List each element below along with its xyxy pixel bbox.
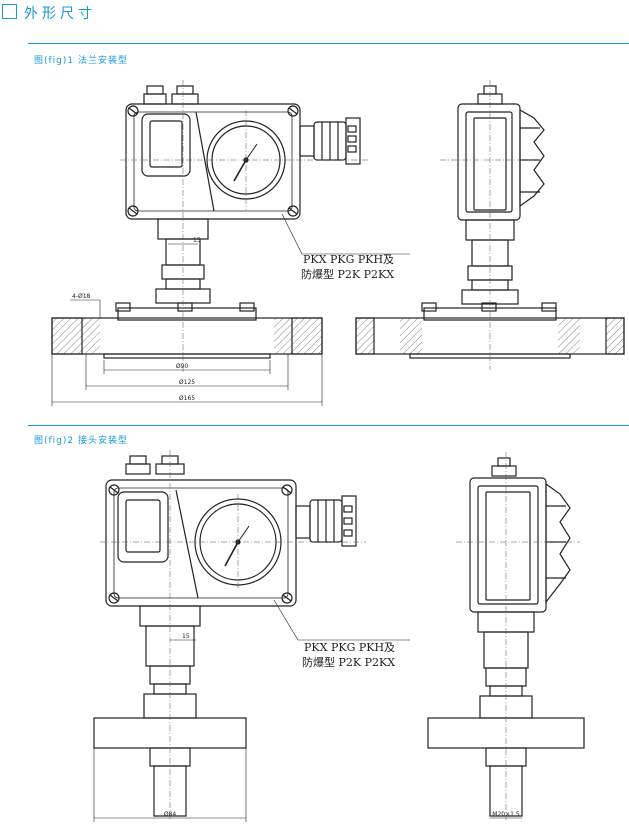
cable-connector-icon: [299, 117, 361, 165]
fig1-model-line1: PKX PKG PKH及: [303, 253, 394, 266]
dim-d3: Ø165: [179, 395, 195, 402]
fig2-caption: 图(fig)2 接头安装型: [34, 436, 128, 446]
section-marker-icon: [2, 4, 17, 19]
section-title: 外形尺寸: [24, 6, 96, 22]
dim2-hex: 15: [182, 633, 190, 640]
housing-outline: [125, 103, 301, 220]
dim-bolt: 4-Ø18: [72, 293, 91, 300]
dim-hex: 15: [193, 237, 201, 244]
dim-d2: Ø125: [179, 379, 195, 386]
fig2-divider: [28, 425, 629, 426]
fig1-divider: [28, 43, 629, 44]
fig1-front-view: [51, 85, 361, 359]
fig1-caption: 图(fig)1 法兰安装型: [34, 56, 128, 66]
fig1-model-line2: 防爆型 P2K P2KX: [301, 267, 394, 281]
fig2-model-line2: 防爆型 P2K P2KX: [302, 655, 395, 669]
screw-icon: [127, 105, 299, 217]
fig2-model-line1: PKX PKG PKH及: [304, 641, 395, 654]
fig2-front-view: [93, 455, 357, 817]
dim2-thread: M20×1.5: [492, 811, 520, 818]
dim2-d1: Ø84: [164, 811, 177, 818]
dim-d1: Ø90: [176, 363, 189, 370]
terminal-icon: [143, 85, 199, 105]
